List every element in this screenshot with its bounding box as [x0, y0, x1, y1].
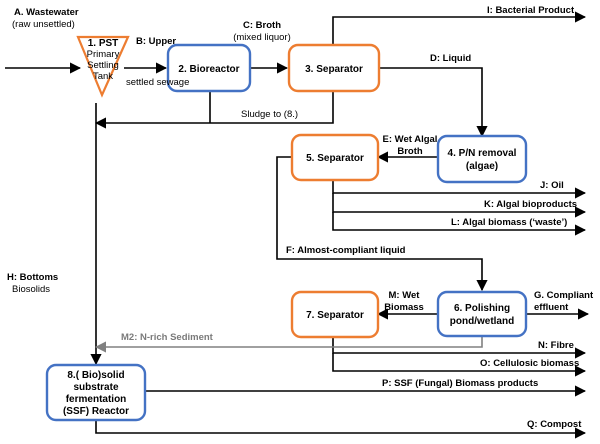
pst-triangle: [76, 35, 130, 98]
stream-g-label-1: G. Compliant: [534, 290, 594, 301]
polishing-node[interactable]: 6. Polishing pond/wetland: [436, 290, 528, 338]
separator-3-label: 3. Separator: [305, 64, 363, 75]
separator-7-node[interactable]: 7. Separator: [290, 290, 380, 339]
stream-i-label: I: Bacterial Product: [487, 5, 575, 16]
pst-label-1: 1. PST: [88, 38, 119, 49]
pst-node[interactable]: 1. PST Primary Settling Tank: [76, 35, 130, 98]
stream-m-label-1: M: Wet: [389, 290, 421, 301]
ssf-reactor-node[interactable]: 8.( Bio)solid substrate fermentation (SS…: [45, 363, 147, 422]
stream-e-label-1: E: Wet Algal: [383, 134, 438, 145]
bioreactor-label: 2. Bioreactor: [178, 64, 239, 75]
stream-k-label: K: Algal bioproducts: [484, 199, 577, 210]
pst-label-4: Tank: [93, 71, 113, 82]
stream-c-label-2: (mixed liquor): [233, 32, 291, 43]
stream-a-label-1: A. Wastewater: [14, 7, 79, 18]
stream-o-label: O: Cellulosic biomass: [480, 358, 579, 369]
stream-i-line: [332, 11, 587, 45]
stream-h-label-2: Biosolids: [12, 284, 50, 295]
sludge-label: Sludge to (8.): [241, 109, 298, 120]
stream-l-label: L: Algal biomass (‘waste’): [451, 217, 567, 228]
polishing-label-1: 6. Polishing: [454, 303, 510, 314]
pn-removal-label-1: 4. P/N removal: [448, 148, 517, 159]
ssf-label-1: 8.( Bio)solid: [67, 370, 124, 381]
separator-5-node[interactable]: 5. Separator: [290, 133, 380, 182]
separator-3-node[interactable]: 3. Separator: [287, 43, 381, 93]
stream-e-label-2: Broth: [397, 146, 423, 157]
stream-m2-label: M2: N-rich Sediment: [121, 332, 214, 343]
pn-removal-label-2: (algae): [466, 161, 498, 172]
stream-j-label: J: Oil: [540, 180, 564, 191]
stream-h-label-1: H: Bottoms: [7, 272, 58, 283]
ssf-label-3: fermentation: [66, 394, 127, 405]
stream-a-label-2: (raw unsettled): [12, 19, 75, 30]
stream-d-label: D: Liquid: [430, 53, 471, 64]
stream-c-label-1: C: Broth: [243, 20, 281, 31]
stream-b-label-1: B: Upper: [136, 36, 176, 47]
separator-5-label: 5. Separator: [306, 153, 364, 164]
separator-7-label: 7. Separator: [306, 310, 364, 321]
pst-label-2: Primary: [87, 49, 120, 60]
stream-p-label: P: SSF (Fungal) Biomass products: [382, 378, 538, 389]
bioreactor-node[interactable]: 2. Bioreactor: [166, 43, 252, 93]
stream-g-label-2: effluent: [534, 302, 569, 313]
stream-n-label: N: Fibre: [538, 340, 574, 351]
ssf-label-4: (SSF) Reactor: [63, 406, 129, 417]
pn-removal-node[interactable]: 4. P/N removal (algae): [436, 134, 528, 184]
stream-m2-line: [94, 336, 483, 353]
stream-f-label: F: Almost-compliant liquid: [286, 245, 406, 256]
stream-o-line: [332, 353, 587, 377]
stream-b-label-2: settled sewage: [126, 77, 189, 88]
stream-l-line: [332, 212, 587, 236]
pst-label-3: Settling: [87, 60, 119, 71]
stream-f-line: [276, 156, 488, 292]
stream-labels: A. Wastewater (raw unsettled) B: Upper s…: [7, 5, 594, 430]
stream-m-label-2: Biomass: [384, 302, 424, 313]
ssf-label-2: substrate: [73, 382, 118, 393]
polishing-label-2: pond/wetland: [450, 316, 514, 327]
stream-q-line: [95, 420, 587, 439]
stream-q-label: Q: Compost: [527, 419, 582, 430]
stream-d-line: [379, 67, 488, 138]
sludge-line: [94, 91, 334, 129]
flow-lines: [5, 11, 590, 439]
